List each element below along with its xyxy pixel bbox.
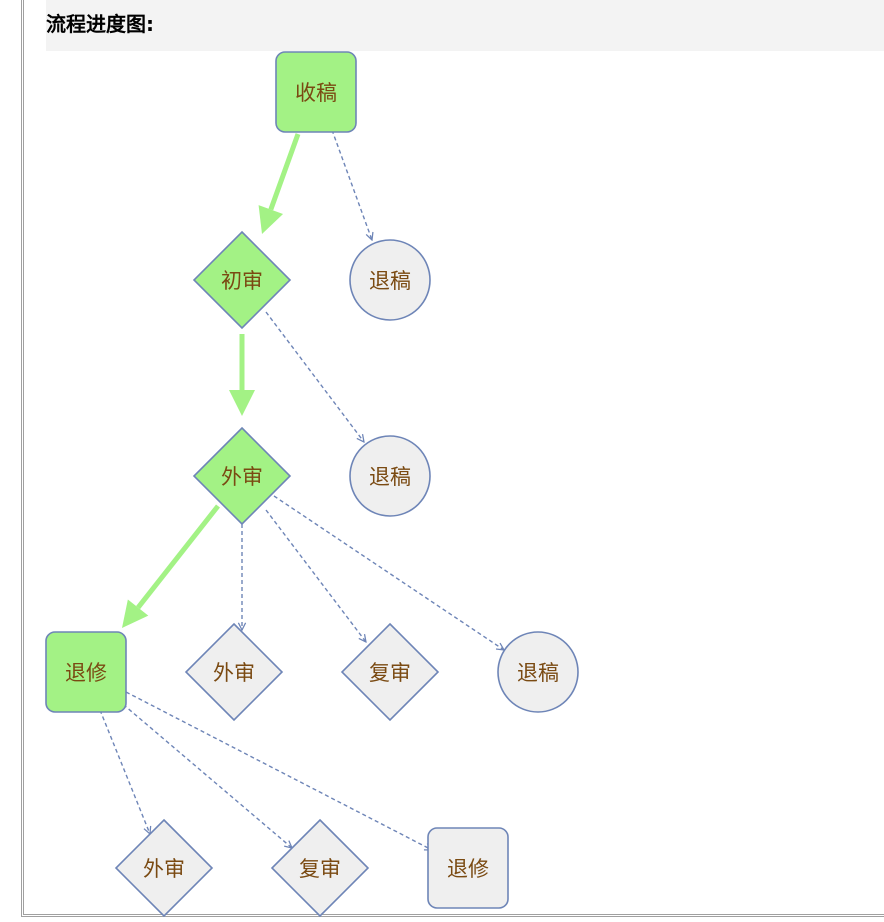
edge-line xyxy=(117,699,292,848)
edge-line xyxy=(268,133,301,211)
node-circle-5[interactable]: 退稿 xyxy=(349,435,431,517)
node-circle-9[interactable]: 退稿 xyxy=(497,631,579,713)
node-label: 退修 xyxy=(447,857,489,881)
edge-line xyxy=(331,129,372,240)
edge-line xyxy=(265,311,364,442)
edge-n2-n4 xyxy=(229,334,255,416)
node-diamond xyxy=(340,622,440,722)
node-label: 退稿 xyxy=(369,465,411,489)
node-diamond xyxy=(114,818,214,918)
node-label: 复审 xyxy=(369,661,411,685)
node-rounded-rect-1[interactable]: 收稿 xyxy=(275,51,357,133)
node-circle xyxy=(497,631,579,713)
node-label: 退稿 xyxy=(369,269,411,293)
node-label: 外审 xyxy=(213,661,255,685)
page-title: 流程进度图: xyxy=(46,12,154,36)
node-diamond-7[interactable]: 外审 xyxy=(184,622,284,722)
edge-n4-n6 xyxy=(122,504,220,628)
edge-n6-n11 xyxy=(117,699,292,848)
node-diamond-11[interactable]: 复审 xyxy=(270,818,370,918)
node-box xyxy=(427,827,509,909)
node-circle xyxy=(349,435,431,517)
title-bar: 流程进度图: xyxy=(46,0,884,51)
node-circle xyxy=(349,239,431,321)
edge-arrowhead xyxy=(258,205,284,234)
node-diamond-2[interactable]: 初审 xyxy=(192,230,292,330)
node-diamond xyxy=(192,426,292,526)
node-label: 初审 xyxy=(221,269,263,293)
node-label: 外审 xyxy=(221,465,263,489)
node-diamond xyxy=(270,818,370,918)
edge-n1-n2 xyxy=(258,133,301,234)
content-frame xyxy=(21,0,884,917)
nodes-layer: 收稿初审退稿外审退稿退修外审复审退稿外审复审退修 xyxy=(45,51,579,918)
node-rounded-rect-6[interactable]: 退修 xyxy=(45,631,127,713)
node-label: 退修 xyxy=(65,661,107,685)
edge-line xyxy=(265,509,366,642)
node-label: 外审 xyxy=(143,857,185,881)
node-circle-3[interactable]: 退稿 xyxy=(349,239,431,321)
edge-n1-n3 xyxy=(331,129,372,240)
node-label: 复审 xyxy=(299,857,341,881)
node-box xyxy=(45,631,127,713)
edge-n2-n5 xyxy=(265,311,364,442)
edge-n4-n8 xyxy=(265,509,366,642)
node-label: 退稿 xyxy=(517,661,559,685)
node-diamond-8[interactable]: 复审 xyxy=(340,622,440,722)
edges-layer xyxy=(99,129,504,850)
node-diamond xyxy=(184,622,284,722)
edge-n6-n10 xyxy=(99,709,150,834)
edge-line xyxy=(136,504,220,610)
edge-n6-n12 xyxy=(125,691,432,850)
node-box xyxy=(275,51,357,133)
node-diamond-10[interactable]: 外审 xyxy=(114,818,214,918)
edge-arrowhead xyxy=(122,599,149,628)
node-label: 收稿 xyxy=(295,81,337,105)
node-rounded-rect-12[interactable]: 退修 xyxy=(427,827,509,909)
node-diamond xyxy=(192,230,292,330)
edge-line xyxy=(125,691,432,850)
node-diamond-4[interactable]: 外审 xyxy=(192,426,292,526)
edge-arrowhead xyxy=(229,390,255,416)
edge-line xyxy=(99,709,150,834)
